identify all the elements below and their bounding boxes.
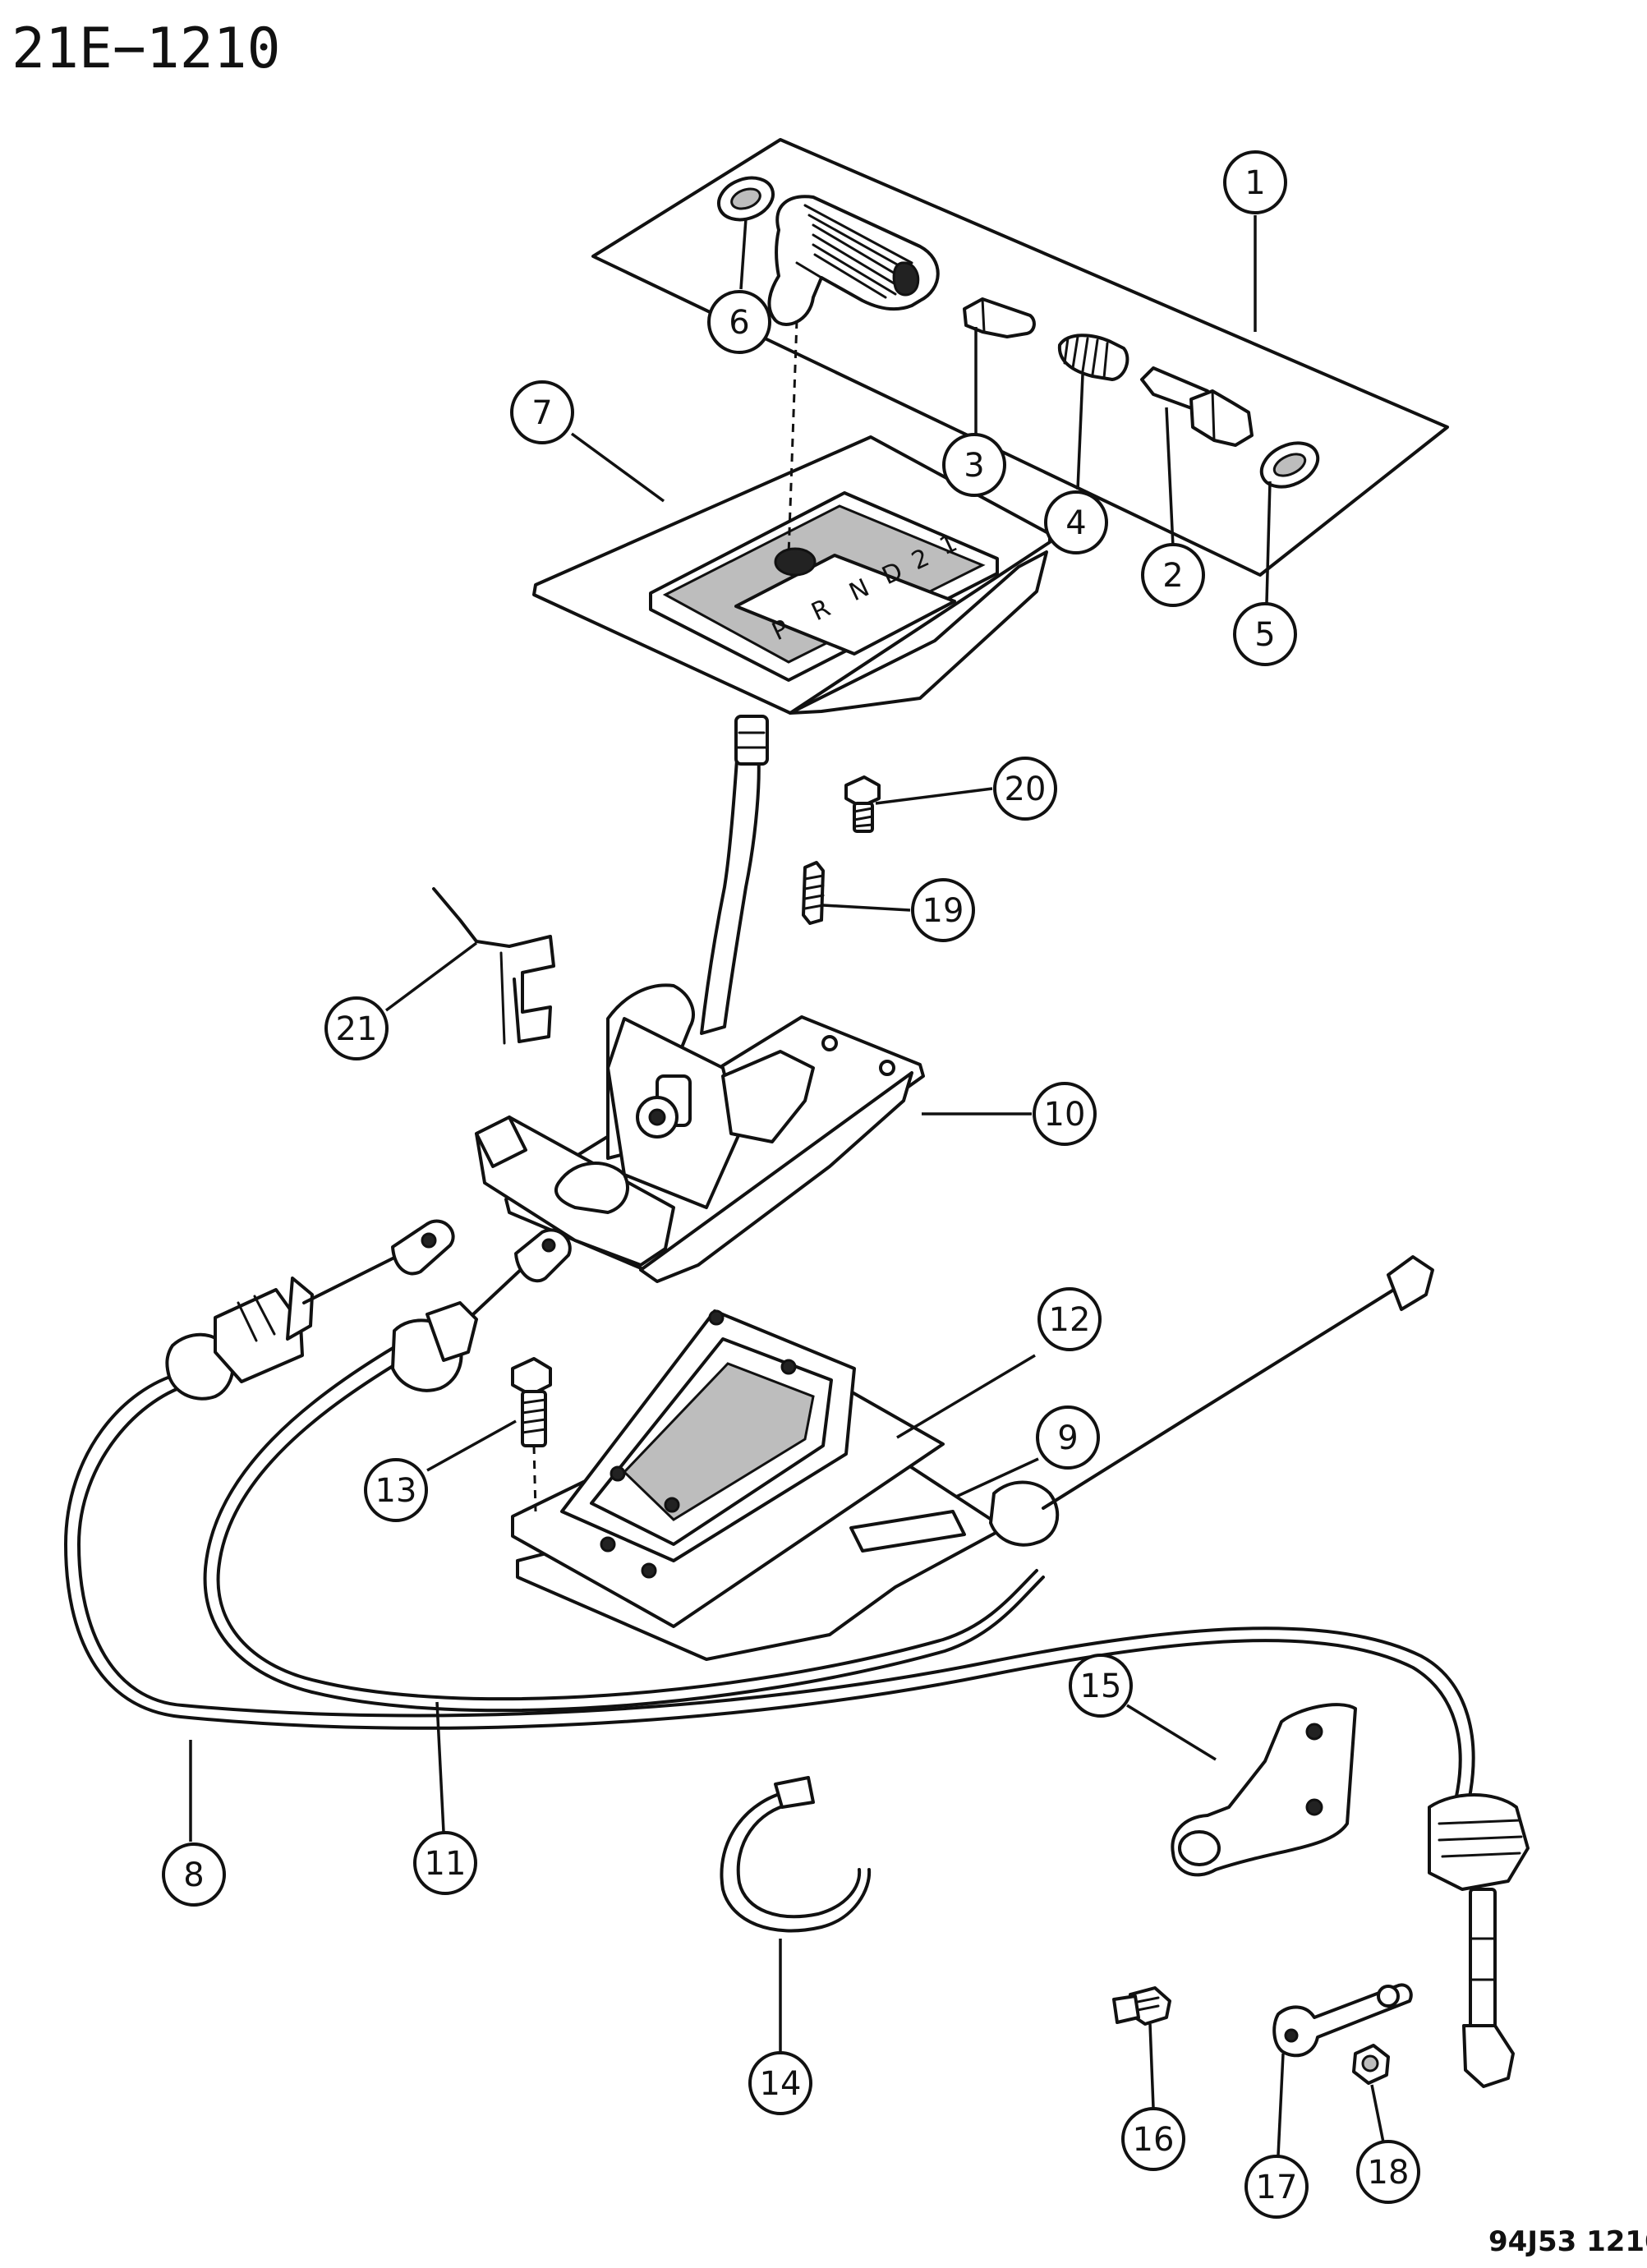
bracket-15 [1126,1703,1357,1877]
callout-10: 10 [1033,1082,1097,1146]
seal-ring-6 [717,176,775,222]
spring-clip-21 [384,887,555,1045]
lever-17 [1272,1983,1413,2156]
callout-7: 7 [510,380,574,444]
leader-2 [1165,407,1175,548]
callout-circle [707,290,771,354]
callout-16: 16 [1121,2107,1185,2171]
bolt-20 [844,775,993,833]
callout-5: 5 [1233,602,1297,666]
callout-label: 19 [922,892,964,930]
callout-circle [364,1458,428,1522]
shift-boot-12 [511,1309,1036,1628]
cable-clip-14 [720,1776,872,2052]
callout-12: 12 [1037,1287,1102,1351]
callout-4: 4 [1044,490,1108,554]
leader-5 [1265,481,1272,604]
shifter-housing-10 [475,983,1032,1283]
button-2 [1140,366,1254,447]
callout-label: 12 [1049,1301,1091,1339]
callout-20: 20 [993,757,1057,821]
callout-circle [1033,1082,1097,1146]
callout-3: 3 [942,433,1006,497]
screw-16 [1112,1986,1171,2109]
diagram-code: 21E−1210 [12,16,281,81]
callout-14: 14 [748,2051,812,2115]
shift-knob [767,195,940,326]
callout-circle [1233,602,1297,666]
shift-cable-11 [203,1228,1434,1833]
callout-circle [1356,2140,1420,2204]
callout-label: 6 [729,304,749,342]
callout-circle [942,433,1006,497]
callout-circle [510,380,574,444]
callout-circle [413,1831,477,1895]
callout-9: 9 [1036,1405,1100,1470]
callout-circle [1121,2107,1185,2171]
callout-11: 11 [413,1831,477,1895]
callout-label: 7 [531,394,552,432]
callout-label: 1 [1244,164,1265,202]
callout-label: 11 [425,1845,467,1883]
spring-4 [1057,334,1129,381]
callout-circle [324,996,389,1060]
callout-circle [1244,2155,1309,2219]
callout-13: 13 [364,1458,428,1522]
callout-label: 21 [336,1010,378,1048]
leader-6 [739,218,748,290]
callout-label: 20 [1005,771,1047,808]
callout-label: 9 [1057,1419,1078,1457]
bolt-13 [426,1357,552,1512]
callout-circle [162,1842,226,1907]
callout-label: 13 [375,1472,417,1510]
callout-circle [1036,1405,1100,1470]
callout-label: 17 [1256,2169,1298,2206]
shift-bezel-7: P R N D 2 1 [532,435,1051,715]
callout-1: 1 [1223,150,1287,214]
callout-2: 2 [1141,543,1205,607]
callout-15: 15 [1069,1654,1133,1718]
callout-label: 3 [964,447,984,485]
callout-21: 21 [324,996,389,1060]
callout-label: 8 [183,1856,204,1894]
callout-label: 4 [1065,504,1086,542]
callout-17: 17 [1244,2155,1309,2219]
callout-circle [911,878,975,942]
callout-circle [1037,1287,1102,1351]
callout-circle [1223,150,1287,214]
reference-code: 94J53 1210 [1488,2225,1647,2258]
callout-label: 14 [760,2065,802,2103]
callout-label: 18 [1368,2154,1410,2192]
callout-19: 19 [911,878,975,942]
callout-label: 5 [1254,616,1275,654]
button-pin-3 [963,297,1036,338]
leader-7 [570,432,665,503]
callout-circle [1141,543,1205,607]
callout-circle [993,757,1057,821]
callout-circle [748,2051,812,2115]
callout-label: 16 [1133,2121,1175,2159]
callout-label: 10 [1044,1096,1086,1134]
nut-18 [1352,2044,1390,2143]
handle-kit-panel [591,138,1449,577]
callout-6: 6 [707,290,771,354]
seal-ring-5 [1259,441,1320,489]
shift-cable-8 [64,1219,1530,2088]
shift-lever [700,715,769,1035]
leader-4 [1076,374,1084,490]
callout-18: 18 [1356,2140,1420,2204]
callout-circle [1044,490,1108,554]
callout-circle [1069,1654,1133,1718]
knob-alignment-line [787,320,798,556]
callout-label: 2 [1162,557,1183,595]
spring-pin-19 [802,861,911,925]
callout-8: 8 [162,1842,226,1907]
callout-label: 15 [1080,1668,1122,1705]
